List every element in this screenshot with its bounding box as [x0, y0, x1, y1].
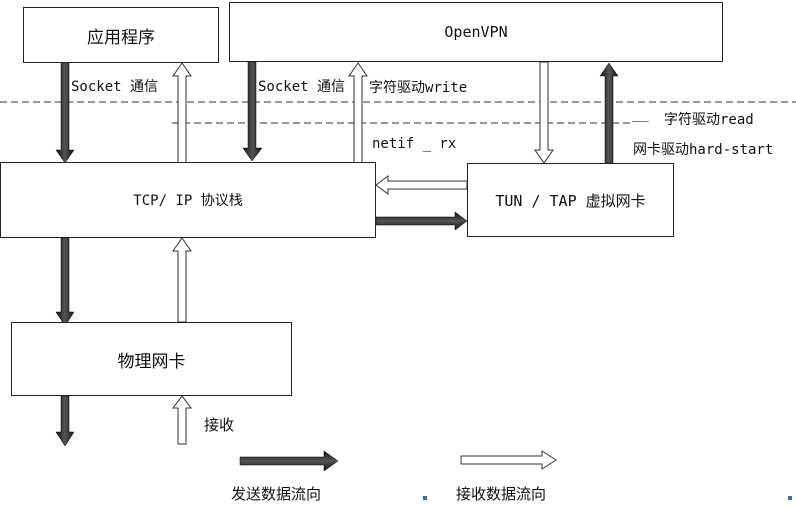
send-arrow-tun-to-openvpn — [599, 62, 619, 164]
socket-label-right: Socket 通信 — [258, 79, 346, 95]
char-write-label: 字符驱动write — [369, 80, 468, 96]
app-box-label: 应用程序 — [87, 27, 155, 48]
receive-label: 接收 — [204, 416, 235, 434]
recv-arrow-nic-to-stack — [172, 237, 192, 323]
send-arrow-openvpn-to-stack — [242, 61, 263, 162]
decorative-dot — [788, 496, 792, 500]
tcpip-stack-label: TCP/ IP 协议栈 — [133, 193, 243, 209]
physical-nic-label: 物理网卡 — [117, 351, 186, 372]
send-arrow-app-to-stack — [55, 61, 75, 164]
legend-recv-arrow — [460, 450, 557, 470]
recv-arrow-openvpn-to-tun — [534, 61, 554, 164]
send-arrow-stack-to-nic — [55, 237, 75, 327]
app-box: 应用程序 — [23, 7, 219, 63]
send-arrow-nic-out — [55, 395, 75, 447]
nic-hard-start-label: 网卡驱动hard-start — [633, 142, 774, 158]
recv-arrow-into-nic — [172, 395, 192, 445]
recv-arrow-stack-to-app — [172, 62, 192, 164]
openvpn-box-label: OpenVPN — [444, 23, 508, 41]
physical-nic-box: 物理网卡 — [11, 322, 292, 396]
openvpn-box: OpenVPN — [229, 2, 723, 62]
char-read-label: 字符驱动read — [664, 112, 754, 128]
recv-arrow-stack-to-openvpn — [348, 62, 368, 164]
send-arrow-stack-to-tun — [375, 211, 468, 231]
legend-send-label: 发送数据流向 — [231, 485, 322, 503]
tun-tap-label: TUN / TAP 虚拟网卡 — [495, 191, 646, 210]
dash-marker: __ — [632, 106, 649, 122]
socket-label-left: Socket 通信 — [71, 79, 159, 95]
tun-tap-box: TUN / TAP 虚拟网卡 — [467, 163, 674, 237]
netif-rx-label: netif _ rx — [372, 136, 457, 152]
decorative-dot — [423, 496, 427, 500]
legend-recv-label: 接收数据流向 — [456, 485, 547, 503]
tcpip-stack-box: TCP/ IP 协议栈 — [0, 162, 376, 238]
recv-arrow-tun-to-stack — [375, 175, 468, 195]
legend-send-arrow — [239, 450, 339, 472]
